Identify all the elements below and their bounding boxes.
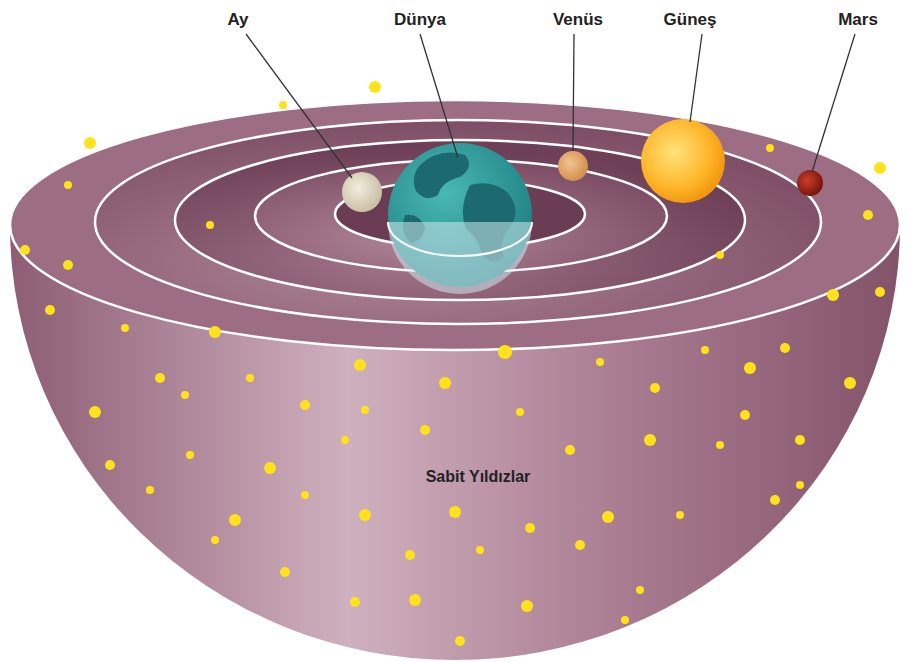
planet-label: Mars — [838, 10, 878, 30]
planet-label: Ay — [227, 10, 248, 30]
planet-label: Güneş — [664, 10, 717, 30]
planet-label: Dünya — [394, 10, 446, 30]
region-label: Sabit Yıldızlar — [426, 468, 531, 486]
planet-label: Venüs — [553, 10, 603, 30]
